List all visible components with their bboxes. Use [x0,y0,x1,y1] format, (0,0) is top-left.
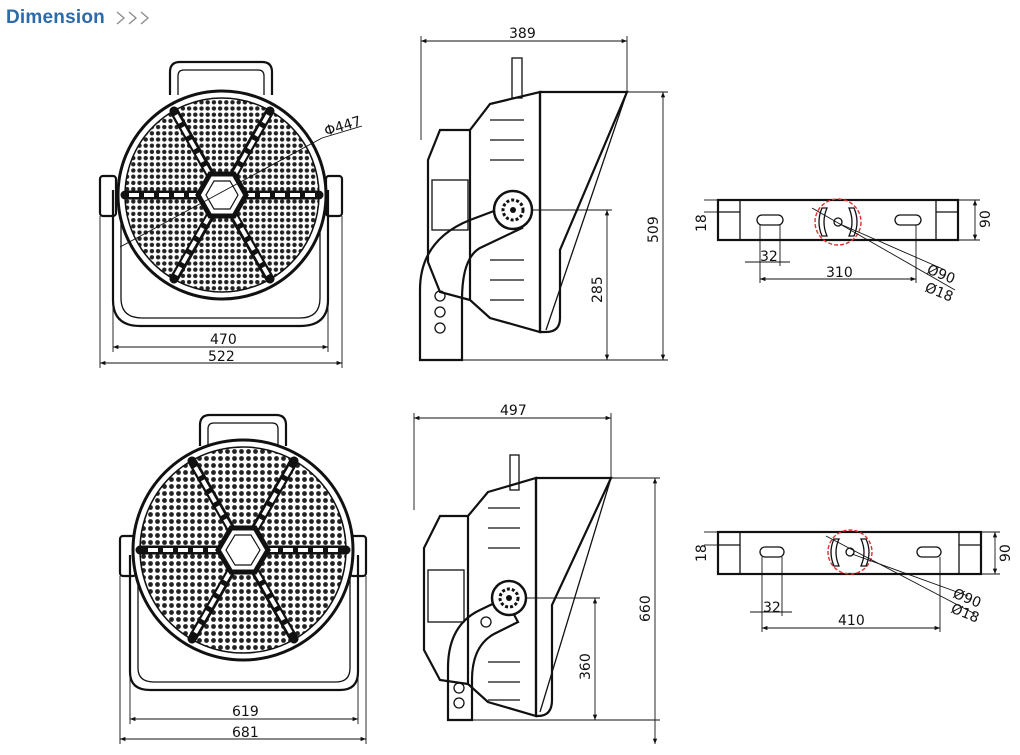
bracket-hole-highlight-1 [814,198,862,246]
front-yoke-2 [128,555,360,692]
bracket-view-1: Ø90 Ø18 18 90 32 310 [694,198,994,306]
dim-height-2: 660 [638,595,654,622]
dim-outer-width-1: 522 [208,349,235,365]
bracket-hole-highlight-2 [827,529,873,575]
front-knob-left-1 [98,174,118,218]
page-header: Dimension [6,4,157,32]
side-rear-housing-2 [534,476,613,718]
front-view-1: Φ447 470 522 [98,60,363,368]
side-view-1: 389 509 285 [418,26,668,362]
dim-depth-2: 497 [500,403,527,419]
dim-bracket-height-1: 90 [978,210,994,228]
dim-edge-1: 18 [694,214,710,232]
header-title: Dimension [6,7,105,28]
triple-chevron-right-icon [115,9,157,27]
front-view-2: 619 681 [118,413,368,744]
dim-diameter-1: Φ447 [322,113,363,139]
dim-span-2: 410 [838,613,865,629]
dim-span-1: 310 [826,265,853,281]
dim-slot-1: 32 [760,249,778,265]
dim-inner-width-2: 619 [232,704,259,720]
dim-height-1: 509 [646,216,662,243]
front-handle-2 [198,413,288,446]
dim-depth-1: 389 [509,26,536,42]
side-view-2: 497 660 360 [413,403,660,744]
bracket-plate-1 [716,198,960,242]
dim-pivot-height-2: 360 [578,653,594,680]
front-yoke-1 [111,190,330,328]
side-yoke-2 [446,596,520,722]
front-handle-1 [168,60,274,95]
dim-edge-2: 18 [694,544,710,562]
dim-bracket-height-2: 90 [998,544,1014,562]
dim-outer-width-2: 681 [232,725,259,741]
dim-slot-2: 32 [763,600,781,616]
dim-pivot-height-1: 285 [590,276,606,303]
dim-inner-width-1: 470 [210,332,237,348]
bracket-view-2: Ø90 Ø18 18 90 32 410 [694,529,1014,632]
side-rear-housing-1 [538,90,629,334]
bracket-plate-2 [716,530,983,576]
